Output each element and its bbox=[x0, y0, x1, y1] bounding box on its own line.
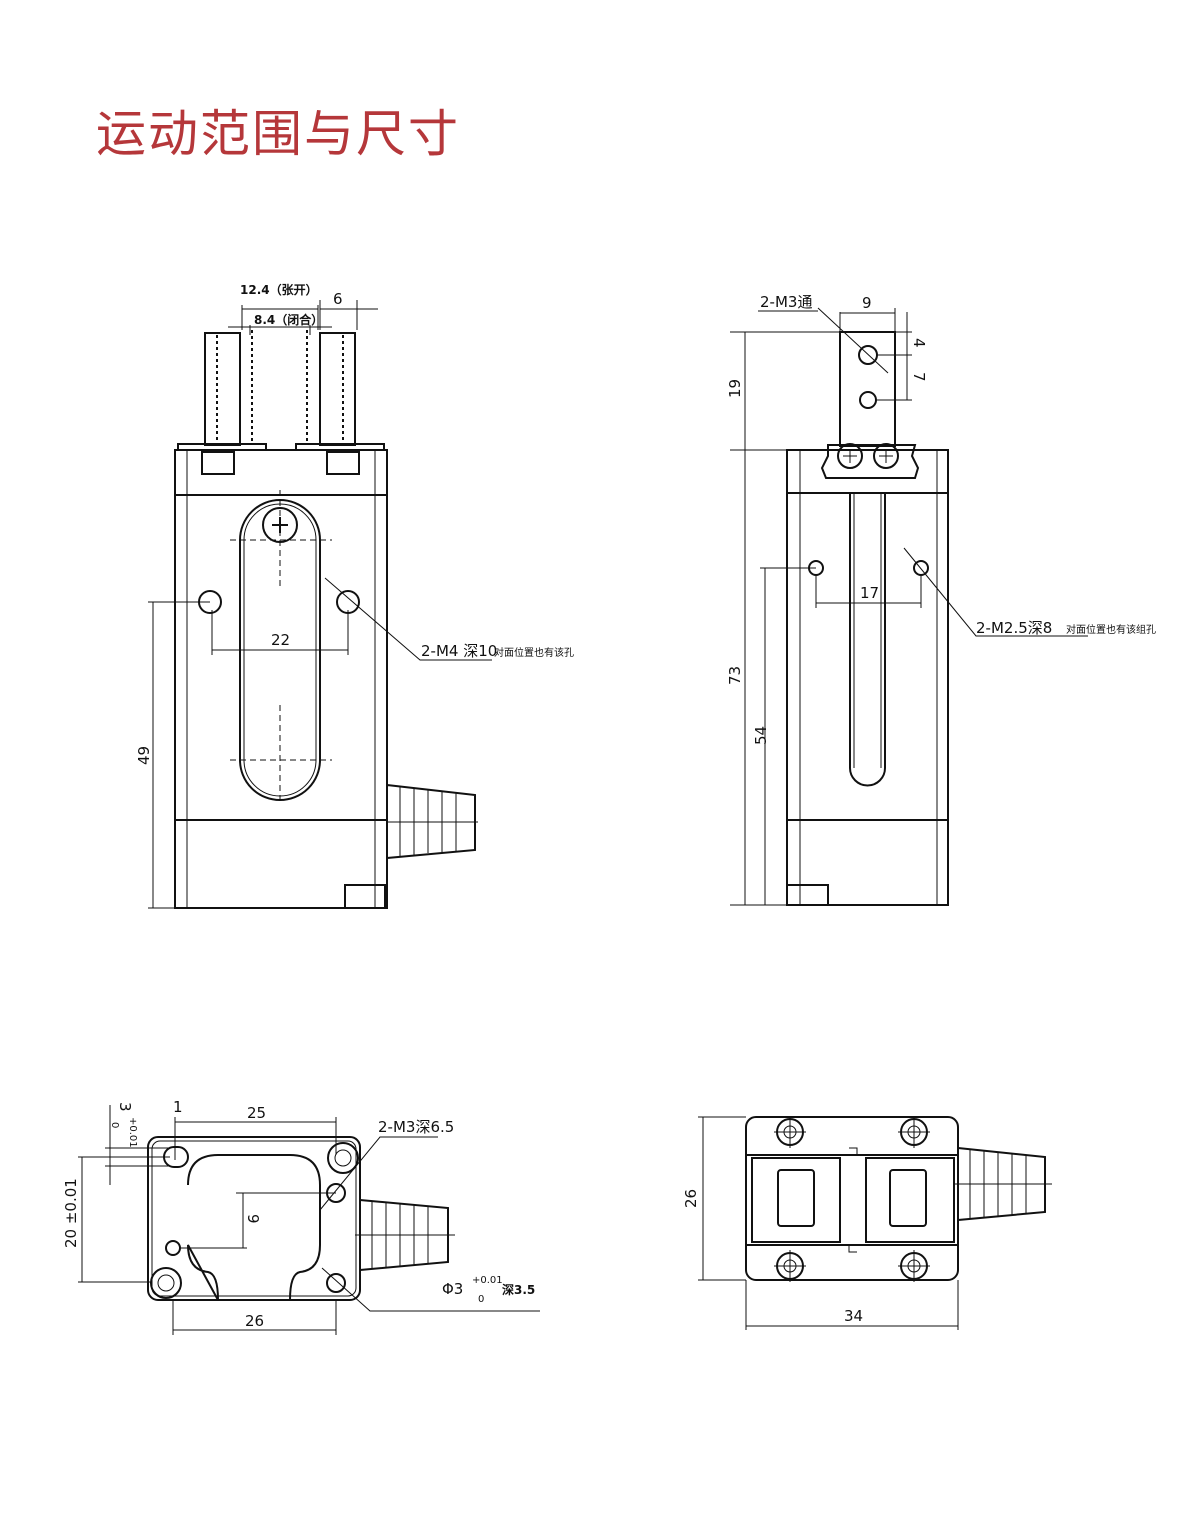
front-view: 12.4（张开） 8.4（闭合） 6 22 49 2-M4 深10 对面位置也有… bbox=[135, 282, 574, 909]
cable-gland bbox=[359, 1198, 449, 1272]
screw-icon bbox=[837, 443, 863, 469]
hole-note-2: 对面位置也有该孔 bbox=[494, 646, 574, 659]
side-view: 9 4 7 19 73 54 17 2-M3通 2-M2.5深8 对面位置也有该… bbox=[726, 293, 1156, 906]
finger bbox=[839, 331, 896, 447]
window bbox=[889, 1169, 927, 1227]
top-view: 26 34 bbox=[682, 1116, 1052, 1330]
pin-note: Φ3 bbox=[442, 1280, 463, 1298]
dim-finger-width-label: 9 bbox=[862, 294, 872, 312]
bottom-view: 25 1 26 20 ±0.01 9 3 +0.01 0 2-M3深6.5 Φ3… bbox=[62, 1098, 540, 1335]
mount-hole bbox=[336, 590, 360, 614]
clamp bbox=[820, 444, 920, 479]
dim-finger-label: 6 bbox=[333, 290, 343, 308]
dim-20-label: 20 ±0.01 bbox=[62, 1178, 80, 1248]
pin-tol-upper: +0.01 bbox=[472, 1275, 503, 1286]
dim-closed-label: 8.4（闭合） bbox=[254, 312, 323, 327]
pin-tol-lower: 0 bbox=[478, 1294, 484, 1305]
screw-icon bbox=[150, 1267, 182, 1299]
screw-icon bbox=[774, 1116, 806, 1148]
dim-17-label: 17 bbox=[860, 584, 879, 602]
hole-note: 2-M4 深10 bbox=[421, 642, 497, 660]
screw-icon bbox=[327, 1142, 359, 1174]
dim-1-label: 1 bbox=[173, 1098, 183, 1116]
dim-26-label: 26 bbox=[682, 1189, 700, 1208]
dim-25-label: 25 bbox=[247, 1104, 266, 1122]
tol-3-upper: +0.01 bbox=[127, 1117, 138, 1148]
pin-depth: 深3.5 bbox=[502, 1282, 535, 1297]
dim-4-label: 4 bbox=[910, 338, 928, 348]
dim-34-label: 34 bbox=[844, 1307, 863, 1325]
dim-open-label: 12.4（张开） bbox=[240, 282, 318, 297]
screw-icon bbox=[873, 443, 899, 469]
cable-gland bbox=[957, 1146, 1046, 1222]
dim-54-label: 54 bbox=[752, 726, 770, 745]
right-finger bbox=[319, 332, 356, 446]
screw-icon bbox=[774, 1250, 806, 1282]
dim-height-label: 49 bbox=[135, 746, 153, 765]
dim-9-label: 9 bbox=[244, 1214, 262, 1224]
window bbox=[777, 1169, 815, 1227]
window bbox=[187, 1154, 321, 1301]
hole-note: 2-M2.5深8 bbox=[976, 619, 1052, 637]
cable-gland bbox=[386, 783, 476, 860]
dim-3-label: 3 bbox=[116, 1102, 134, 1112]
dim-7-label: 7 bbox=[910, 372, 928, 382]
dim-19-label: 19 bbox=[726, 379, 744, 398]
hole-note-2: 对面位置也有该组孔 bbox=[1066, 623, 1156, 636]
left-finger bbox=[204, 332, 241, 446]
screw-icon bbox=[898, 1250, 930, 1282]
screw-note: 2-M3深6.5 bbox=[378, 1118, 454, 1136]
dim-26-label: 26 bbox=[245, 1312, 264, 1330]
dim-holes-label: 22 bbox=[271, 631, 290, 649]
finger-hole bbox=[859, 391, 877, 409]
tol-3-lower: 0 bbox=[109, 1122, 120, 1128]
page-title: 运动范围与尺寸 bbox=[96, 105, 460, 163]
slot bbox=[849, 493, 886, 787]
screw-icon bbox=[898, 1116, 930, 1148]
finger-note: 2-M3通 bbox=[760, 293, 812, 311]
dim-73-label: 73 bbox=[726, 666, 744, 685]
